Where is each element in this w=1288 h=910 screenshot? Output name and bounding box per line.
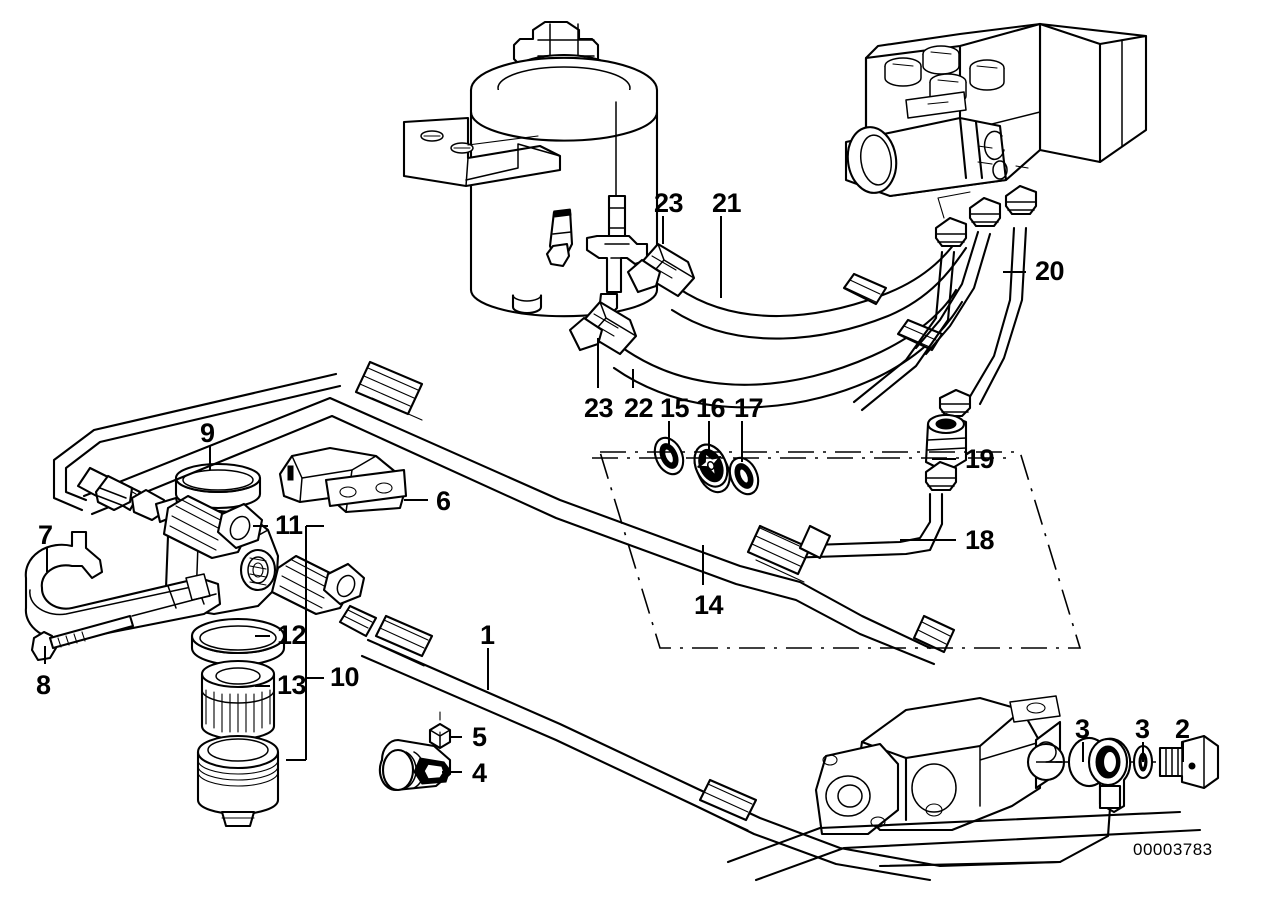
callout-4: 4 xyxy=(472,758,487,788)
suction-hose-upper xyxy=(626,234,968,340)
callout-8: 8 xyxy=(36,670,51,700)
callout-12: 12 xyxy=(277,620,307,650)
callout-3-outer: 3 xyxy=(1135,714,1150,744)
hydraulic-pipe-upper xyxy=(852,184,1038,412)
gasket-ring xyxy=(190,617,286,667)
callout-18: 18 xyxy=(965,525,995,555)
callout-15: 15 xyxy=(660,393,690,423)
rubber-mount-bushing xyxy=(378,731,452,792)
hex-nut xyxy=(428,711,452,750)
abs-hydraulic-unit xyxy=(844,22,1148,198)
fluid-reservoir xyxy=(402,20,659,318)
callout-1: 1 xyxy=(480,620,495,650)
callout-22: 22 xyxy=(624,393,654,423)
callout-11: 11 xyxy=(275,510,303,540)
filter-canister-body xyxy=(196,734,280,828)
callout-7: 7 xyxy=(38,520,53,550)
leader-lines xyxy=(44,216,1184,773)
group-bracket-10 xyxy=(286,525,324,761)
reference-plate-outline xyxy=(592,451,1082,649)
callout-19: 19 xyxy=(965,444,995,474)
abs-top-ports xyxy=(884,45,1005,119)
pipe-coupling xyxy=(924,388,972,492)
callout-13: 13 xyxy=(277,670,307,700)
mounting-bracket xyxy=(278,446,408,514)
callout-14: 14 xyxy=(694,590,724,620)
callout-5: 5 xyxy=(472,722,487,752)
callout-3-inner: 3 xyxy=(1075,714,1090,744)
callout-17: 17 xyxy=(734,393,764,423)
callout-20: 20 xyxy=(1035,256,1065,286)
callout-16: 16 xyxy=(696,393,726,423)
callout-23-upper: 23 xyxy=(654,188,684,218)
diagram-id-label: 00003783 xyxy=(1133,840,1213,859)
hydraulic-pipe-lower xyxy=(782,492,944,560)
platform-edges xyxy=(726,810,1202,882)
filter-element xyxy=(200,659,276,741)
pressure-hose-main xyxy=(338,604,1062,882)
callout-10: 10 xyxy=(330,662,360,692)
steering-gearbox xyxy=(814,695,1196,836)
callout-9: 9 xyxy=(200,418,215,448)
callout-6: 6 xyxy=(436,486,451,516)
callout-21: 21 xyxy=(712,188,742,218)
callout-23-lower: 23 xyxy=(584,393,614,423)
callout-2: 2 xyxy=(1175,714,1190,744)
retaining-clamp xyxy=(24,530,222,642)
fastening-bolt xyxy=(30,593,217,662)
seal-parts-group xyxy=(653,436,760,496)
